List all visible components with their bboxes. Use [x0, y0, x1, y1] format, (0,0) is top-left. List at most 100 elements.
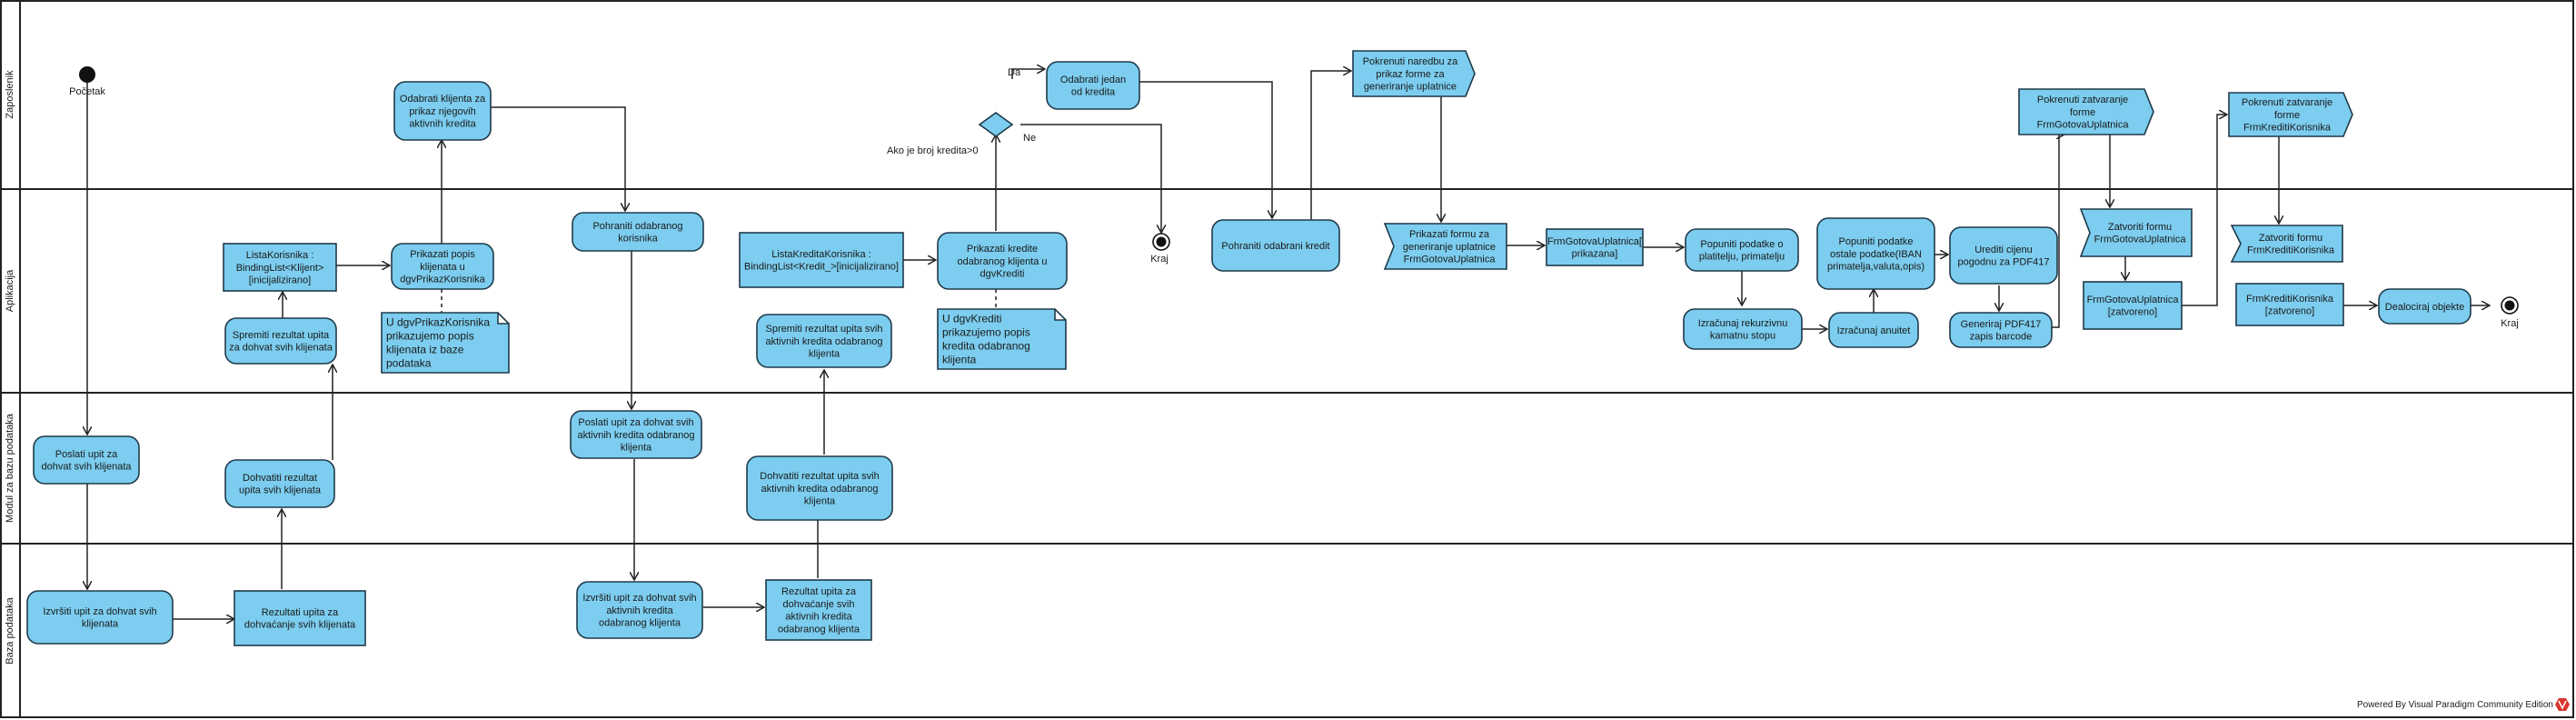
- node-label-line: ostale podatke(IBAN: [1830, 249, 1922, 260]
- node-label-line: forme: [2070, 107, 2095, 118]
- node-label-line: Odabrati klijenta za: [400, 94, 486, 105]
- action-node-n33[interactable]: FrmKreditiKorisnika[zatvoreno]: [2235, 283, 2344, 326]
- node-label-line: FrmGotovaUplatnica: [2037, 120, 2130, 131]
- action-node-n21[interactable]: FrmGotovaUplatnica[prikazana]: [1546, 228, 1644, 266]
- action-node-n31[interactable]: Pokrenuti zatvaranje formeFrmKreditiKoris…: [2228, 92, 2353, 137]
- node-label-line: aktivnih kredita: [785, 612, 852, 623]
- node-label-line: klijenta: [942, 354, 977, 366]
- node-label-line: FrmKreditiKorisnika: [2243, 123, 2332, 134]
- node-label-line: Urediti cijenu: [1974, 245, 2033, 255]
- node-label-line: prikazana]: [1572, 249, 1618, 260]
- node-label-line: dohvaćanje svih: [783, 599, 855, 610]
- node-label-line: prikaz forme za: [1376, 69, 1445, 80]
- node-label-line: Popuniti podatke: [1839, 236, 1914, 247]
- action-node-n12[interactable]: Rezultat upita za dohvaćanje svih aktivnih…: [765, 579, 872, 641]
- node-label-line: klijenta: [809, 349, 840, 360]
- action-node-n30[interactable]: FrmGotovaUplatnica [zatvoreno]: [2083, 281, 2183, 330]
- note-links: [441, 289, 997, 313]
- node-label-line: [zatvoreno]: [2108, 307, 2157, 318]
- node-label-line: Dohvatiti rezultat upita svih: [760, 471, 879, 482]
- node-label-line: upita svih klijenata: [239, 485, 322, 496]
- node-label-line: prikazujemo popis: [942, 326, 1030, 339]
- action-node-n15[interactable]: ListaKreditaKorisnika : BindingList<Kredi…: [739, 232, 904, 288]
- node-label-line: Spremiti rezultat upita svih: [766, 324, 883, 335]
- node-label-line: Prikazati popis: [410, 249, 475, 260]
- action-node-n34[interactable]: Dealociraj objekte: [2378, 288, 2472, 325]
- node-label-line: podataka: [386, 357, 432, 370]
- node-label-line: forme: [2274, 110, 2300, 121]
- node-label-line: klijenta: [804, 496, 836, 507]
- end-label-1: Kraj: [1150, 254, 1169, 265]
- node-label-line: Rezultati upita za: [262, 607, 339, 618]
- node-label-line: Rezultat upita za: [781, 586, 857, 597]
- node-label-line: FrmKreditiKorisnika: [2246, 294, 2334, 305]
- action-node-n24[interactable]: Izračunaj anuitet: [1828, 312, 1919, 348]
- node-label-line: Zatvoriti formu: [2259, 233, 2322, 244]
- node-label-line: aktivnih kredita odabranog: [577, 430, 694, 441]
- action-node-n1[interactable]: Poslati upit za dohvat svih klijenata: [33, 435, 140, 485]
- action-node-n18[interactable]: Pohraniti odabrani kredit: [1211, 219, 1340, 272]
- node-label-line: prikazujemo popis: [386, 330, 474, 343]
- lane-label-aplikacija: Aplikacija: [5, 269, 15, 312]
- node-label-line: Izvršiti upit za dohvat svih: [43, 606, 156, 617]
- action-node-n6[interactable]: ListaKorisnika :BindingList<Klijent>[ini…: [223, 243, 337, 292]
- action-node-n22[interactable]: Popuniti podatke o platitelju, primatelju: [1685, 228, 1799, 272]
- footer-powered-by: Powered By Visual Paradigm Community Edi…: [2357, 700, 2553, 710]
- node-label-line: ListaKreditaKorisnika :: [771, 249, 870, 260]
- node-label-line: kredita odabranog: [942, 340, 1030, 353]
- node-label-line: BindingList<Kredit_>[inicijalizirano]: [744, 262, 899, 273]
- node-label-line: Popuniti podatke o: [1700, 239, 1783, 250]
- decision-no: Ne: [1023, 133, 1036, 144]
- node-label-line: platitelju, primatelju: [1699, 252, 1785, 263]
- node-label-line: Pokrenuti zatvaranje: [2037, 95, 2128, 105]
- action-node-n3[interactable]: Rezultati upita za dohvaćanje svih klijen…: [234, 590, 366, 646]
- node-label-line: Odabrati jedan: [1060, 75, 1126, 85]
- node-label-line: Zatvoriti formu: [2108, 222, 2172, 233]
- node-label-line: korisnika: [618, 234, 658, 245]
- initial-node: [79, 66, 95, 83]
- node-label-line: Pokrenuti zatvaranje: [2242, 97, 2332, 108]
- action-node-n28[interactable]: Pokrenuti zatvaranje formeFrmGotovaUplatn…: [2018, 88, 2154, 135]
- node-label-line: Prikazati formu za: [1409, 229, 1490, 240]
- node-label-line: FrmGotovaUplatnica: [2094, 235, 2187, 245]
- node-label-line: Pohraniti odabrani kredit: [1221, 241, 1329, 252]
- final-node-2: [2501, 296, 2519, 315]
- node-label-line: ListaKorisnika :: [246, 250, 314, 261]
- node-label-line: generiranje uplatnice: [1403, 242, 1496, 253]
- lane-label-baza: Baza podataka: [5, 596, 15, 664]
- node-label-line: klijenata u: [420, 262, 465, 273]
- action-nodes: Poslati upit za dohvat svih klijenataIzvr…: [26, 50, 2472, 646]
- node-label-line: dohvat svih klijenata: [41, 462, 132, 473]
- node-label-line: FrmGotovaUplatnica: [2087, 295, 2180, 305]
- node-label-line: Pokrenuti naredbu za: [1363, 56, 1458, 67]
- node-label-line: U dgvPrikazKorisnika: [386, 316, 490, 329]
- node-label-line: Dohvatiti rezultat: [243, 473, 317, 484]
- node-label-line: Generiraj PDF417: [1961, 319, 2042, 330]
- node-label-line: Poslati upit za: [55, 449, 118, 460]
- node-label-line: [inicijalizirano]: [249, 275, 311, 286]
- node-label-line: dohvaćanje svih klijenata: [244, 620, 356, 631]
- node-label-line: odabranog klijenta: [778, 624, 860, 635]
